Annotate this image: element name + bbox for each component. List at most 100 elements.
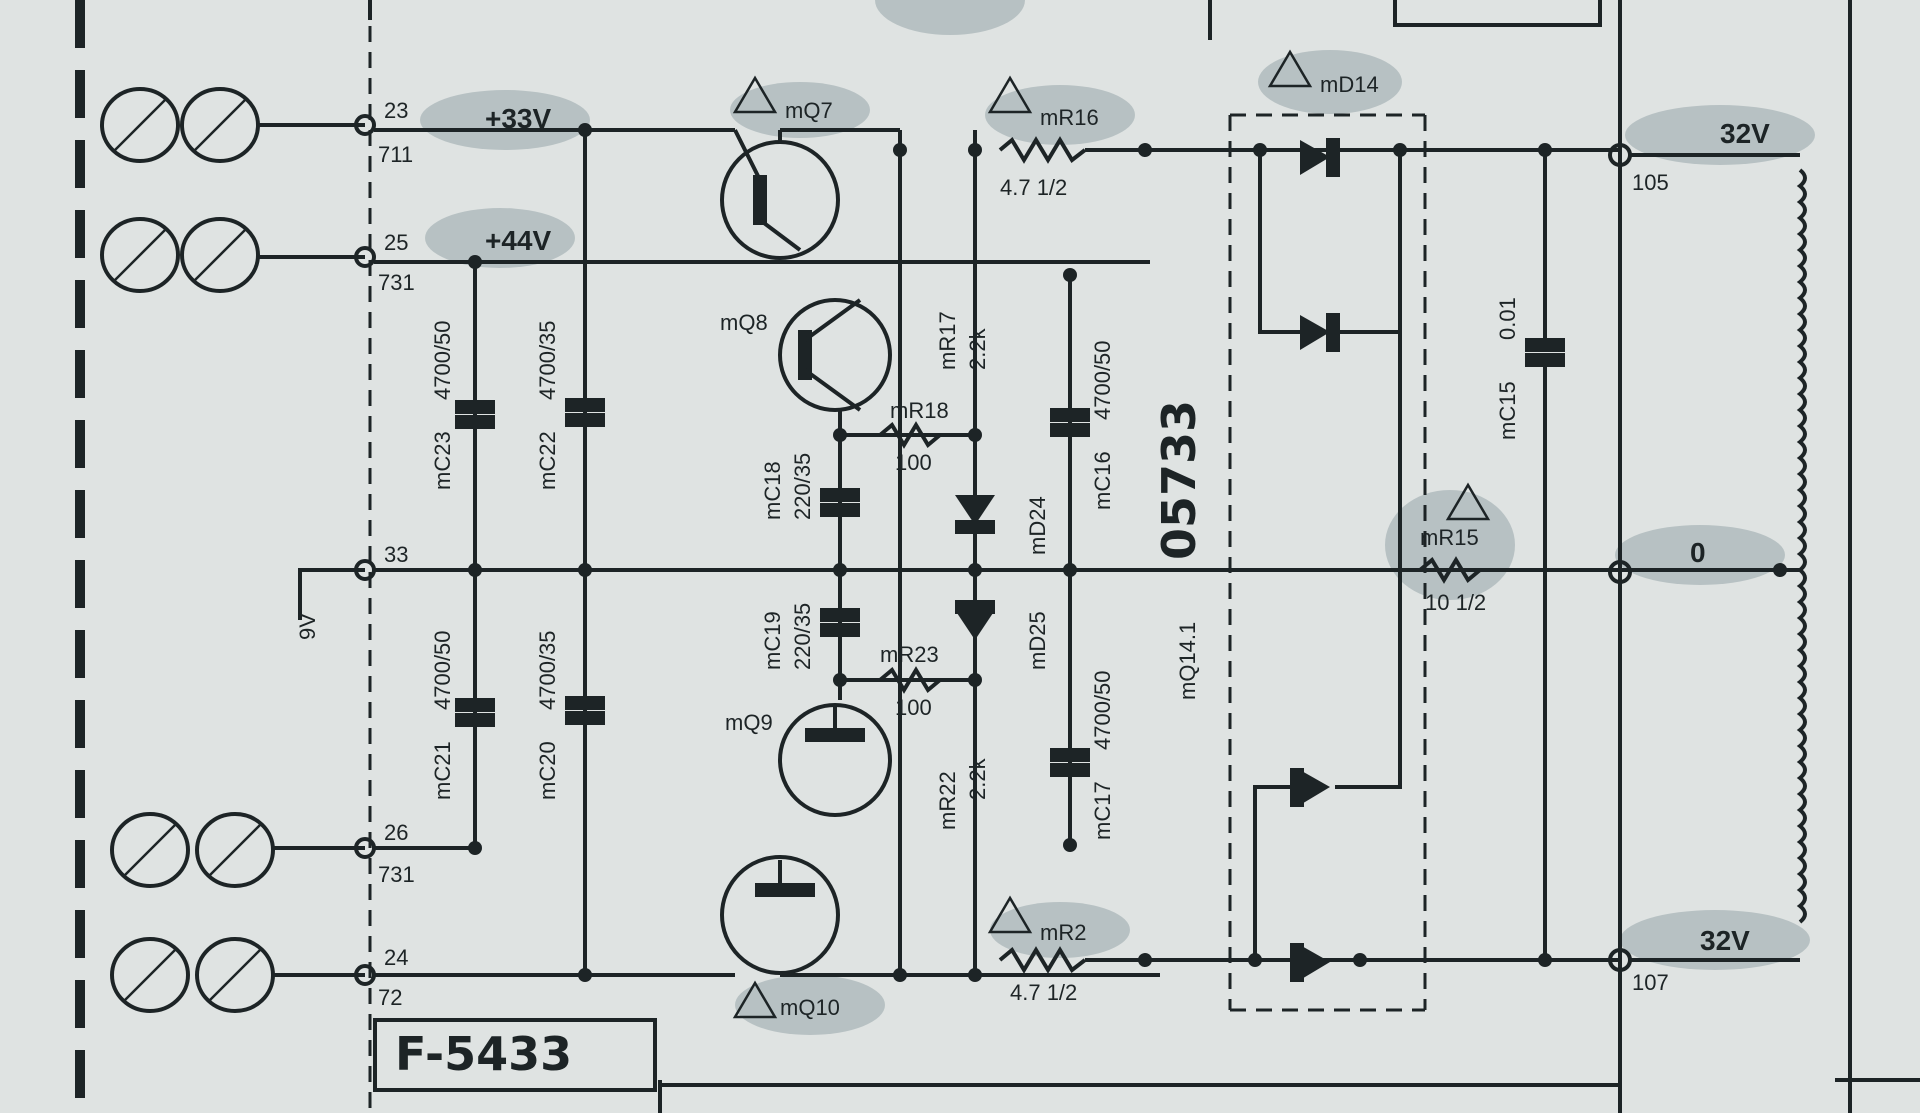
warning-icon-mq14: [1267, 49, 1313, 88]
highlight-mq14: [1258, 50, 1402, 114]
warning-icon-mq7: [732, 75, 778, 114]
board-label-box: [373, 1018, 657, 1092]
terminal-25: [354, 246, 376, 268]
warning-icon-mq10: [732, 980, 778, 1019]
value-mc18: 220/35: [790, 453, 815, 520]
label-mr2: mR2: [1040, 920, 1086, 945]
cap-mc23: [455, 400, 495, 429]
highlight-32v-top: [1625, 105, 1815, 165]
warning-icon-mr16: [987, 75, 1033, 114]
warning-icon-mr2: [987, 895, 1033, 934]
label-mc21: mC21: [430, 741, 455, 800]
bridge-diode-1: [1300, 138, 1340, 177]
highlight-mq10: [735, 975, 885, 1035]
highlight-mr2: [990, 902, 1130, 958]
highlight-top-blob: [875, 0, 1025, 35]
label-mc19: mC19: [760, 611, 785, 670]
terminal-sub-23: 711: [378, 142, 413, 167]
label-mr22: mR22: [935, 771, 960, 830]
cap-mc17: [1050, 748, 1090, 777]
diode-md25: [955, 600, 995, 640]
output-label-top: 32V: [1720, 118, 1770, 149]
cap-mc21: [455, 698, 495, 727]
terminal-label-33: 33: [384, 542, 408, 567]
ground-label: 9V: [295, 613, 320, 640]
label-mr17: mR17: [935, 311, 960, 370]
resistor-mr16: [998, 136, 1087, 164]
connector-pair-3: [110, 812, 365, 888]
output-pin-bottom: 107: [1632, 970, 1669, 995]
output-pin-top: 105: [1632, 170, 1669, 195]
highlight-44v: [425, 208, 575, 268]
value-mr23: 100: [895, 695, 932, 720]
module-code: 05733: [1152, 400, 1206, 560]
junction-dots: [468, 123, 1787, 982]
label-mq8: mQ8: [720, 310, 768, 335]
diode-md24: [955, 495, 995, 534]
connector-pair-1: [100, 87, 365, 163]
label-mc20: mC20: [535, 741, 560, 800]
bridge-diode-2: [1300, 313, 1340, 352]
label-mr23: mR23: [880, 642, 939, 667]
label-md25: mD25: [1025, 611, 1050, 670]
transistor-mq9: [778, 703, 892, 817]
value-mc17: 4700/50: [1090, 670, 1115, 750]
terminal-sub-26: 731: [378, 862, 415, 887]
connector-pair-4: [110, 937, 365, 1013]
rail-label-33v: +33V: [485, 103, 551, 134]
module-ref: mQ14.1: [1175, 622, 1200, 700]
terminal-label-23: 23: [384, 98, 408, 123]
label-mq10: mQ10: [780, 995, 840, 1020]
output-label-zero: 0: [1690, 537, 1706, 568]
value-mc21: 4700/50: [430, 630, 455, 710]
rail-label-44v: +44V: [485, 225, 551, 256]
connector-pair-2: [100, 217, 365, 293]
label-mr15: mR15: [1420, 525, 1479, 550]
value-mr17: 2.2k: [965, 327, 990, 370]
resistor-mr2: [998, 946, 1087, 974]
terminal-sub-25: 731: [378, 270, 415, 295]
value-mr15: 10 1/2: [1425, 590, 1486, 615]
value-mc16: 4700/50: [1090, 340, 1115, 420]
value-mc15: 0.01: [1495, 297, 1520, 340]
highlight-33v: [420, 90, 590, 150]
value-mc22: 4700/35: [535, 320, 560, 400]
label-mc16: mC16: [1090, 451, 1115, 510]
highlight-mr15: [1385, 490, 1515, 600]
value-mc19: 220/35: [790, 603, 815, 670]
value-mr18: 100: [895, 450, 932, 475]
output-label-bottom: 32V: [1700, 925, 1750, 956]
resistor-mr15: [1418, 556, 1482, 584]
label-mc22: mC22: [535, 431, 560, 490]
warning-icon-mr15: [1445, 482, 1491, 521]
terminal-23: [354, 114, 376, 136]
terminal-label-25: 25: [384, 230, 408, 255]
label-mr16: mR16: [1040, 105, 1099, 130]
resistor-mr23: [878, 666, 942, 694]
value-mc20: 4700/35: [535, 630, 560, 710]
label-mq9: mQ9: [725, 710, 773, 735]
label-md24: mD24: [1025, 496, 1050, 555]
cap-mc16: [1050, 408, 1090, 437]
cap-mc20: [565, 696, 605, 725]
terminal-sub-24: 72: [378, 985, 402, 1010]
board-name: F-5433: [395, 1027, 572, 1081]
resistor-mr18: [878, 421, 942, 449]
label-mc23: mC23: [430, 431, 455, 490]
label-md14: mD14: [1320, 72, 1379, 97]
label-mc18: mC18: [760, 461, 785, 520]
bridge-diode-4: [1290, 943, 1330, 982]
output-terminal-mid: [1608, 560, 1632, 584]
cap-mc22: [565, 398, 605, 427]
transformer-winding: [1796, 168, 1807, 924]
label-mr18: mR18: [890, 398, 949, 423]
label-mc17: mC17: [1090, 781, 1115, 840]
label-mq7: mQ7: [785, 98, 833, 123]
bridge-diode-3: [1290, 768, 1330, 807]
cap-mc15: [1525, 338, 1565, 367]
value-mr22: 2.2k: [965, 757, 990, 800]
value-mr2: 4.7 1/2: [1010, 980, 1077, 1005]
label-mc15: mC15: [1495, 381, 1520, 440]
transistor-mq7: [720, 128, 900, 260]
